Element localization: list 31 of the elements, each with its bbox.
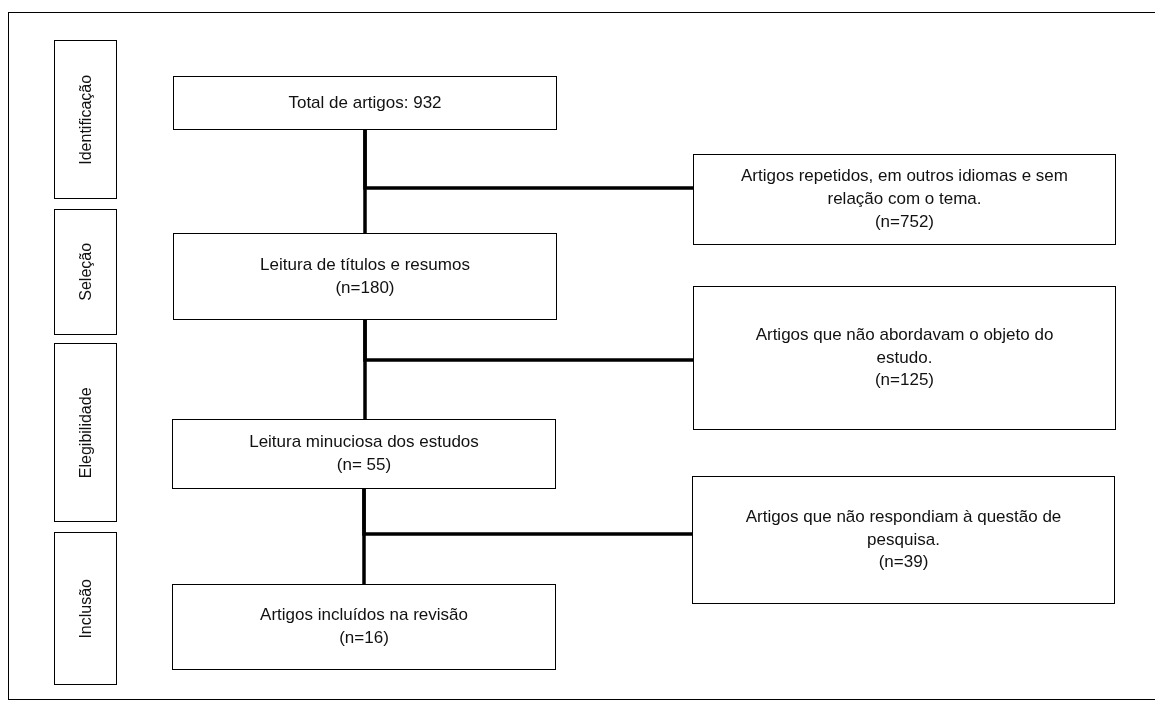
phase-box bbox=[54, 209, 117, 335]
count-text: (n=752) bbox=[874, 210, 935, 233]
box-text: Leitura de títulos e resumos bbox=[260, 253, 470, 276]
box-text: Artigos incluídos na revisão bbox=[260, 604, 468, 627]
exclusion-box bbox=[693, 154, 1116, 245]
box-text: Artigos que não respondiam à questão de pesquisa. bbox=[744, 505, 1063, 551]
box-text: Leitura minuciosa dos estudos bbox=[249, 431, 479, 454]
count-text: (n=16) bbox=[339, 627, 389, 649]
phase-box bbox=[54, 40, 117, 199]
exclusion-box bbox=[692, 476, 1115, 604]
phase-box bbox=[54, 532, 117, 685]
box-text: Artigos repetidos, em outros idiomas e sem relação com o tema. bbox=[740, 165, 1069, 211]
process-box bbox=[173, 76, 557, 130]
process-box bbox=[173, 233, 557, 320]
connector-line bbox=[363, 320, 693, 362]
phase-label: Identificação bbox=[75, 74, 95, 165]
connector-line bbox=[362, 489, 692, 536]
phase-box bbox=[54, 343, 117, 522]
phase-label: Seleção bbox=[75, 243, 95, 301]
count-text: (n=39) bbox=[878, 551, 929, 574]
count-text: (n= 55) bbox=[336, 454, 392, 476]
exclusion-box bbox=[693, 286, 1116, 430]
count-text: (n=125) bbox=[874, 369, 935, 392]
connector-line bbox=[363, 130, 693, 190]
count-text: (n=180) bbox=[335, 276, 395, 299]
process-box bbox=[172, 419, 556, 489]
phase-label: Elegibilidade bbox=[75, 387, 95, 478]
box-text: Artigos que não abordavam o objeto do estudo. bbox=[754, 323, 1055, 369]
process-box bbox=[172, 584, 556, 670]
box-text: Total de artigos: 932 bbox=[288, 91, 442, 114]
phase-label: Inclusão bbox=[75, 578, 95, 639]
